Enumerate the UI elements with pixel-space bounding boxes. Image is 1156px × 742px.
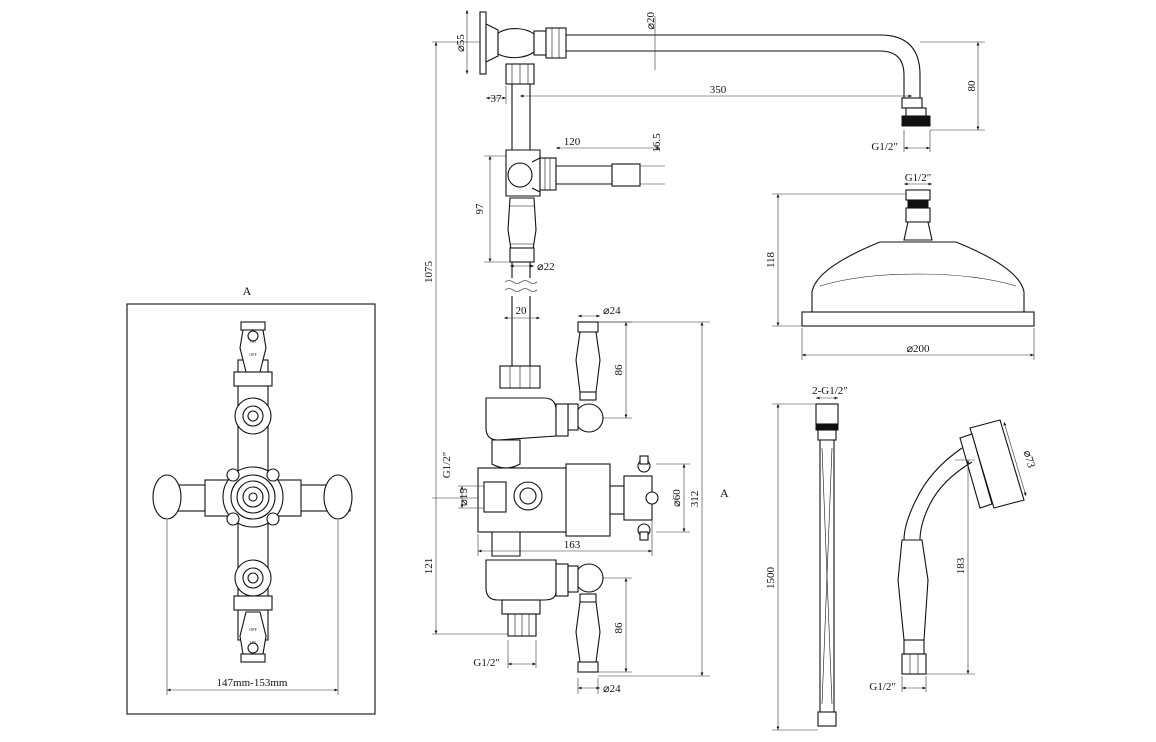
valve-upper-body — [485, 397, 557, 441]
arm-pipe-bottom — [566, 50, 905, 98]
shower-head-rose — [811, 241, 1025, 313]
valve-lower-dimension: 121 — [423, 558, 435, 575]
diverter-height-dimension: 16.5 — [651, 133, 663, 153]
arm-top-nut — [545, 27, 567, 59]
top-off-label: OFF — [249, 352, 257, 357]
handset-length-dimension: 183 — [955, 557, 967, 574]
hose-length-dimension: 1500 — [765, 567, 777, 590]
outlet-diameter-label: ⌀22 — [537, 261, 555, 273]
arm-outlet-thread-label: G1/2″ — [871, 141, 898, 153]
valve-lower-body — [485, 559, 557, 601]
front-view-frame — [126, 303, 376, 715]
shower-head-height-dimension: 118 — [765, 251, 777, 268]
arm-outlet-thread — [901, 115, 931, 127]
valve-cartridge-housing — [565, 463, 611, 537]
arm-pipe-diameter: ⌀20 — [645, 12, 657, 30]
handle-bottom-height-dimension: 86 — [613, 622, 625, 634]
handle-top-diameter-label: ⌀24 — [603, 305, 621, 317]
valve-bottom-handle — [567, 563, 604, 673]
arm-rose-diameter: ⌀55 — [455, 34, 467, 52]
holder-handle — [507, 197, 537, 257]
arm-offset-dimension: 37 — [491, 93, 503, 105]
central-control-knob — [204, 466, 302, 528]
diverter-drop-dimension: 97 — [474, 203, 486, 215]
handle-top-height-dimension: 86 — [613, 364, 625, 376]
left-rose — [152, 474, 182, 520]
handset-diameter-label: ⌀73 — [1021, 449, 1038, 470]
shower-head: G1/2″ 118 ⌀200 — [765, 172, 1035, 360]
bottom-handle: OFF ON — [233, 559, 273, 663]
shower-arm: ⌀55 ⌀20 37 350 80 G1/2″ — [455, 10, 985, 153]
shower-head-diameter-label: ⌀200 — [906, 343, 930, 355]
shower-hose: 2-G1/2″ 1500 — [765, 385, 848, 731]
valve-height-dimension: 312 — [689, 491, 701, 508]
front-view-panel: A ON OFF OFF ON — [126, 284, 376, 715]
bottom-on-label: ON — [250, 640, 256, 645]
front-span-dimension: 147mm-153mm — [217, 677, 288, 689]
hand-shower: ⌀73 183 G1/2″ — [869, 419, 1038, 693]
valve-crosshead — [623, 455, 659, 541]
wall-plate — [479, 11, 487, 75]
valve-body-diameter-label: ⌀60 — [671, 489, 683, 507]
bottom-off-label: OFF — [249, 627, 257, 632]
side-section-label: A — [720, 486, 729, 500]
handset-grip — [897, 539, 929, 641]
top-on-label: ON — [250, 339, 256, 344]
shower-head-thread-label: G1/2″ — [905, 172, 932, 184]
valve-inlet-diameter-label: ⌀15 — [458, 488, 470, 506]
hose-thread-label: 2-G1/2″ — [812, 385, 848, 397]
arm-drop-dimension: 80 — [966, 80, 978, 92]
right-rose — [323, 474, 353, 520]
arm-pipe-top — [566, 34, 921, 98]
valve-outlet-thread-label: G1/2″ — [473, 657, 500, 669]
riser-length-dimension: 1075 — [423, 261, 435, 284]
front-section-label: A — [243, 284, 252, 298]
diverter-width-dimension: 120 — [564, 136, 581, 148]
valve-side-view: ⌀24 86 G1/2″ ⌀15 ⌀60 312 A 163 121 86 G1… — [423, 305, 729, 695]
handset-thread-label: G1/2″ — [869, 681, 896, 693]
diverter-holder: 120 16.5 97 ⌀22 — [474, 133, 665, 273]
riser-spacing-dimension: 20 — [516, 305, 528, 317]
top-handle: ON OFF — [233, 321, 273, 435]
valve-depth-dimension: 163 — [564, 539, 581, 551]
valve-top-handle — [567, 321, 604, 433]
valve-inlet-thread-label: G1/2″ — [441, 452, 453, 479]
handle-bottom-diameter-label: ⌀24 — [603, 683, 621, 695]
arm-elbow — [497, 28, 535, 59]
arm-reach-dimension: 350 — [710, 84, 727, 96]
